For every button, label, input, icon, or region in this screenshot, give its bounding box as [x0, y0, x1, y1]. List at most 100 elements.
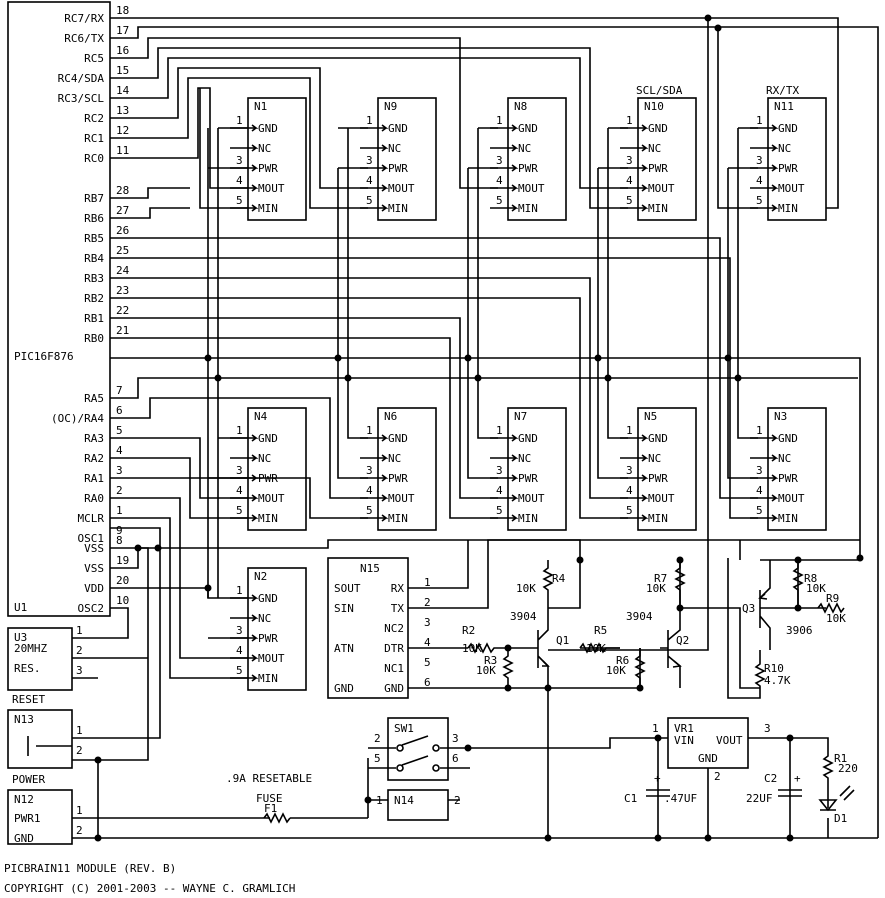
connector-pin-name: GND [648, 432, 668, 445]
connector-pin-number: 5 [756, 194, 763, 207]
r6-value: 10K [606, 664, 626, 677]
q1-type: 3904 [510, 610, 537, 623]
connector-pin-number: 5 [626, 504, 633, 517]
n12-ref: N12 [14, 793, 34, 806]
connector-pin-name: GND [518, 122, 538, 135]
u1-pin-number: 12 [116, 124, 129, 137]
c1-plus: + [654, 772, 661, 785]
u1-pin-number: 20 [116, 574, 129, 587]
connector-pin-name: NC [778, 452, 791, 465]
vr1-pin-3: 3 [764, 722, 771, 735]
r7-value: 10K [646, 582, 666, 595]
connector-ref: N1 [254, 100, 267, 113]
connector-pin-name: PWR [258, 472, 278, 485]
u1-pin-number: 10 [116, 594, 129, 607]
q2-ref: Q2 [676, 634, 689, 647]
connector-pin-name: NC [258, 612, 271, 625]
q1-ref: Q1 [556, 634, 569, 647]
connector-pin-number: 3 [626, 154, 633, 167]
u1-pin-number: 16 [116, 44, 129, 57]
u1-pin-name: RC6/TX [64, 32, 104, 45]
connector-pin-name: NC [648, 452, 661, 465]
connector-pin-name: PWR [648, 472, 668, 485]
connector-pin-number: 4 [756, 174, 763, 187]
connector-pin-name: NC [258, 142, 271, 155]
connector-pin-number: 3 [496, 154, 503, 167]
u1-pin-number: 6 [116, 404, 123, 417]
connector-pin-name: GND [258, 122, 278, 135]
connector-pin-name: NC [518, 452, 531, 465]
u1-pin-number: 9 [116, 524, 123, 537]
connector-ref: N2 [254, 570, 267, 583]
connector-ref: N4 [254, 410, 268, 423]
r8-value: 10K [806, 582, 826, 595]
q3-type: 3906 [786, 624, 813, 637]
connector-pin-number: 1 [366, 114, 373, 127]
r3-ref: R3 [484, 654, 497, 667]
u1-pin-name: RA2 [84, 452, 104, 465]
resistors: R2 10K R3 10K R4 10K R5 10K R6 10K R7 10… [462, 558, 858, 788]
connector-pin-number: 3 [626, 464, 633, 477]
connector-pin-number: 1 [626, 424, 633, 437]
connector-pin-name: MIN [258, 202, 278, 215]
u1-pin-name: VSS [84, 542, 104, 555]
connector-pin-name: NC [388, 452, 401, 465]
u3-ref: U3 [14, 631, 27, 644]
fuse-note: .9A RESETABLE [226, 772, 312, 785]
u1-pin-number: 2 [116, 484, 123, 497]
connector-pin-number: 3 [756, 464, 763, 477]
connector-pin-name: MOUT [778, 182, 805, 195]
connector-pin-number: 3 [366, 154, 373, 167]
connector-pin-name: MIN [518, 512, 538, 525]
u1-pin-number: 21 [116, 324, 129, 337]
u1-pin-number: 19 [116, 554, 129, 567]
connector-pin-name: GND [388, 432, 408, 445]
n15-pin-number: 1 [424, 576, 431, 589]
connector-pin-number: 1 [496, 424, 503, 437]
connector-ref: N7 [514, 410, 527, 423]
sw1-ref: SW1 [394, 722, 414, 735]
connector-pin-name: MOUT [648, 182, 675, 195]
r6-ref: R6 [616, 654, 629, 667]
connector-pin-number: 4 [626, 174, 633, 187]
u1-pin-number: 18 [116, 4, 129, 17]
r2-ref: R2 [462, 624, 475, 637]
connector-ref: N5 [644, 410, 657, 423]
vr1-ref: VR1 [674, 722, 694, 735]
connector-pin-number: 5 [366, 194, 373, 207]
n15-left-label: GND [334, 682, 354, 695]
connector-pin-number: 5 [496, 504, 503, 517]
connector-pin-number: 4 [366, 484, 373, 497]
u3-pin-3: 3 [76, 664, 83, 677]
r4-value: 10K [516, 582, 536, 595]
connector-pin-name: PWR [518, 472, 538, 485]
n13-reset-header: RESET N13 1 2 [7, 693, 83, 769]
connector-pin-number: 5 [496, 194, 503, 207]
c1-ref: C1 [624, 792, 637, 805]
connector-ref: N8 [514, 100, 527, 113]
connector-pin-name: PWR [258, 162, 278, 175]
connector-pin-number: 5 [236, 504, 243, 517]
fuse-label: FUSE [256, 792, 283, 805]
connector-pin-number: 3 [496, 464, 503, 477]
sw1-pin-3: 3 [452, 732, 459, 745]
n15-left-label: SOUT [334, 582, 361, 595]
r10-ref: R10 [764, 662, 784, 675]
connector-pin-number: 3 [236, 154, 243, 167]
connector-note: SCL/SDA [636, 84, 683, 97]
connector-pin-number: 5 [626, 194, 633, 207]
connector-pin-name: GND [258, 592, 278, 605]
q2-type: 3904 [626, 610, 653, 623]
n15-left-label: SIN [334, 602, 354, 615]
connector-ref: N3 [774, 410, 787, 423]
connector-pin-number: 5 [756, 504, 763, 517]
n15-right-label: GND [384, 682, 404, 695]
connector-pin-number: 4 [756, 484, 763, 497]
n15-pin-number: 4 [424, 636, 431, 649]
u1-pin-name: RB7 [84, 192, 104, 205]
n15-right-label: RX [391, 582, 405, 595]
